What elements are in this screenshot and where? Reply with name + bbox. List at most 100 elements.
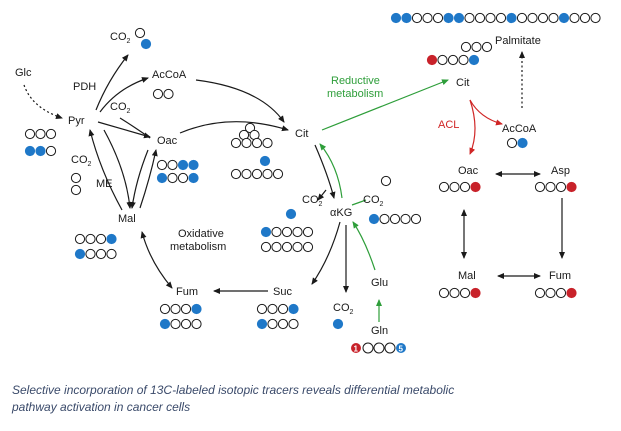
label-co2-top: CO2 <box>110 31 131 45</box>
label-glc: Glc <box>15 67 32 79</box>
carbon-atom <box>534 181 546 193</box>
label-glu: Glu <box>371 277 388 289</box>
label-acl: ACL <box>438 119 459 131</box>
carbon-atom <box>271 226 282 238</box>
carbon-atom <box>262 168 273 180</box>
metabolite-labels: Glc PDH Pyr CO2 AcCoA CO2 Oac CO2 ME Mal… <box>15 31 571 337</box>
carbon-atom <box>517 137 528 149</box>
arrow-akg-suc <box>311 221 341 285</box>
carbon-atom <box>262 137 273 149</box>
caption-line-2: pathway activation in cancer cells <box>12 400 191 414</box>
arrow-pyr-co2 <box>95 54 129 111</box>
label-co2-akg-b: CO2 <box>363 194 384 208</box>
carbon-atom <box>106 233 117 245</box>
carbon-atom <box>177 159 189 171</box>
carbon-atom <box>579 12 591 24</box>
carbon-atom <box>545 181 556 193</box>
carbon-atom <box>527 12 538 24</box>
carbon-atom <box>495 12 507 24</box>
carbon-atom <box>256 303 268 315</box>
carbon-atom <box>70 172 82 184</box>
label-co2-mid: CO2 <box>110 101 131 115</box>
carbon-atom <box>401 12 412 24</box>
carbon-atom <box>380 175 392 187</box>
carbon-atom <box>267 303 278 315</box>
carbon-atom <box>411 12 423 24</box>
carbon-atom <box>332 318 344 330</box>
label-pyr: Pyr <box>68 115 85 127</box>
carbon-atom <box>389 213 401 225</box>
label-palmitate: Palmitate <box>495 35 541 47</box>
arrow-pyr-mal <box>103 129 133 209</box>
carbon-atom <box>281 226 293 238</box>
carbon-atom <box>438 181 450 193</box>
label-cit-right: Cit <box>456 77 469 89</box>
gln-carbon-number-first: 1 <box>354 345 359 354</box>
carbon-atom-glyphs <box>24 12 601 330</box>
carbon-atom <box>481 41 493 53</box>
carbon-atom <box>459 181 471 193</box>
carbon-atom <box>152 88 164 100</box>
carbon-atom <box>277 318 289 330</box>
carbon-atom <box>566 287 577 299</box>
label-fum-left: Fum <box>176 286 198 298</box>
carbon-atom <box>470 287 481 299</box>
carbon-atom <box>537 12 549 24</box>
carbon-atom <box>470 181 481 193</box>
arrow-oac-cit <box>179 121 289 134</box>
carbon-atom <box>156 172 168 184</box>
carbon-atom <box>422 12 433 24</box>
carbon-atom <box>159 318 171 330</box>
carbon-atom <box>292 241 303 253</box>
carbon-atom <box>400 213 411 225</box>
carbon-atom <box>35 128 46 140</box>
arrow-oac-mal <box>129 149 149 209</box>
label-co2-akg-a: CO2 <box>302 194 323 208</box>
carbon-atom <box>410 213 422 225</box>
label-suc: Suc <box>273 286 292 298</box>
carbon-atom <box>177 172 189 184</box>
carbon-atom <box>259 155 271 167</box>
carbon-atom <box>449 287 460 299</box>
carbon-atom <box>471 41 482 53</box>
label-oxidative-2: metabolism <box>170 241 226 253</box>
carbon-atom <box>506 137 518 149</box>
arrow-cit-cit-reductive <box>321 79 449 131</box>
carbon-atom <box>534 287 546 299</box>
carbon-atom <box>167 172 178 184</box>
carbon-atom <box>545 287 556 299</box>
carbon-atom <box>590 12 601 24</box>
carbon-atom <box>256 318 268 330</box>
carbon-atom <box>167 159 178 171</box>
carbon-atom <box>45 128 57 140</box>
arrow-cit-oac-acl <box>469 99 476 155</box>
carbon-atom <box>106 248 117 260</box>
label-gln: Gln <box>371 325 388 337</box>
carbon-atom <box>443 12 454 24</box>
caption-line-1: Selective incorporation of 13C-labeled i… <box>12 383 455 397</box>
carbon-atom <box>459 287 471 299</box>
carbon-atom <box>449 181 460 193</box>
carbon-atom <box>548 12 559 24</box>
carbon-atom <box>368 213 380 225</box>
arrow-cit-akg <box>314 144 336 199</box>
carbon-atom <box>379 213 390 225</box>
label-mal-right: Mal <box>458 270 476 282</box>
label-reductive-2: metabolism <box>327 88 383 100</box>
carbon-atom <box>188 172 199 184</box>
carbon-atom <box>516 12 528 24</box>
carbon-atom <box>180 303 192 315</box>
carbon-atom <box>506 12 517 24</box>
arrow-mal-oac <box>139 149 158 209</box>
carbon-atom <box>45 145 57 157</box>
arrow-glu-akg <box>352 221 376 271</box>
carbon-atom <box>140 38 152 50</box>
carbon-atom <box>74 248 86 260</box>
carbon-atom <box>191 303 202 315</box>
carbon-atom <box>285 208 297 220</box>
carbon-atom <box>464 12 475 24</box>
arrow-mal-pyr <box>88 129 123 211</box>
label-oac-right: Oac <box>458 165 479 177</box>
carbon-atom <box>156 159 168 171</box>
label-me: ME <box>96 178 113 190</box>
